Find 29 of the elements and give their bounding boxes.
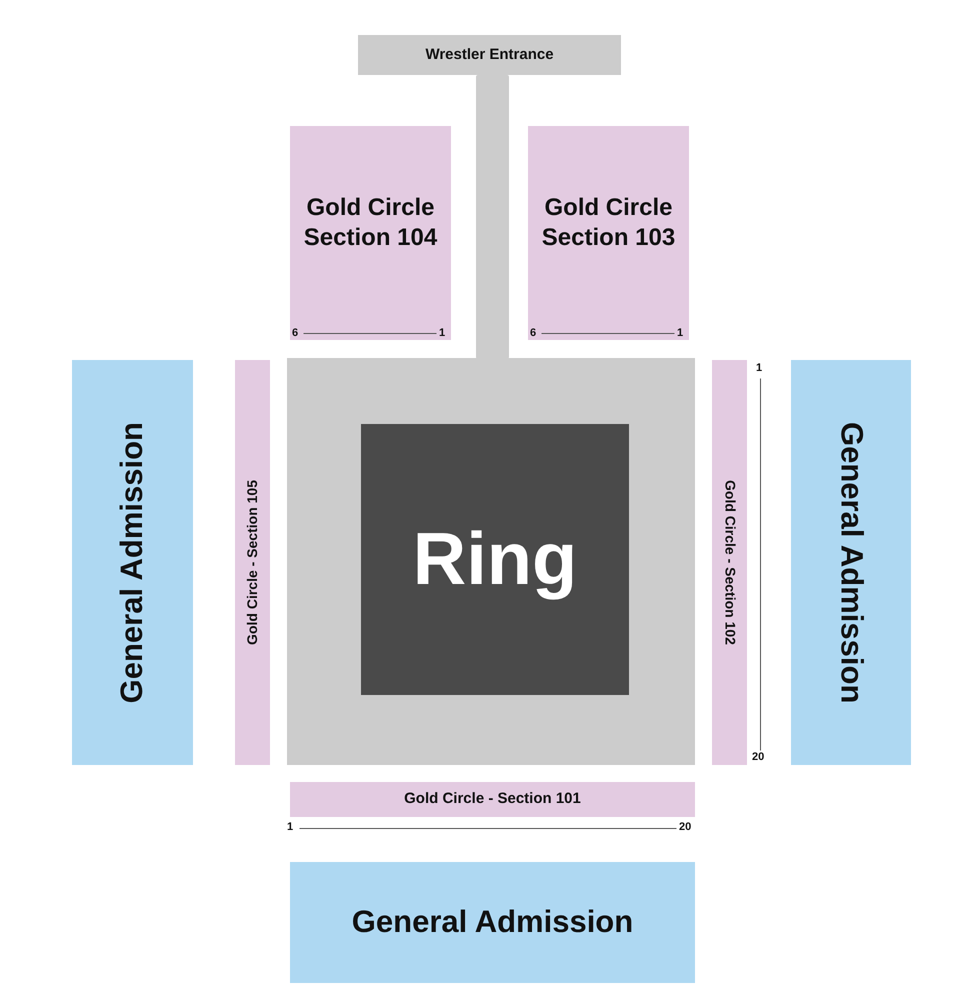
seating-section xyxy=(528,126,689,340)
section-label: Gold Circle Section 103 xyxy=(540,193,676,253)
section-label: General Admission xyxy=(113,422,150,704)
seating-section xyxy=(712,360,747,765)
section-label: General Admission xyxy=(833,422,870,704)
seating-section xyxy=(290,862,695,983)
floor-area xyxy=(287,358,695,765)
seating-section xyxy=(791,360,911,765)
seating-section xyxy=(290,782,695,817)
ring xyxy=(361,424,629,695)
entrance-area xyxy=(358,35,621,75)
entrance-label: Wrestler Entrance xyxy=(425,46,554,64)
row-number: 6 xyxy=(530,328,536,339)
row-number: 6 xyxy=(292,328,298,339)
row-number: 1 xyxy=(439,328,446,339)
seating-section xyxy=(235,360,270,765)
section-label: General Admission xyxy=(352,903,634,942)
section-label: Gold Circle - Section 102 xyxy=(721,480,738,645)
section-label: Gold Circle - Section 101 xyxy=(404,790,581,809)
row-number: 20 xyxy=(752,752,764,763)
section-label: Gold Circle - Section 105 xyxy=(244,480,261,645)
section-label: Gold Circle Section 104 xyxy=(302,193,438,253)
seating-section xyxy=(290,126,451,340)
seating-section xyxy=(72,360,193,765)
row-number: 1 xyxy=(756,363,762,374)
row-number: 1 xyxy=(287,822,294,833)
row-number: 1 xyxy=(677,328,684,339)
row-number: 20 xyxy=(679,822,692,833)
ring-label: Ring xyxy=(412,516,578,602)
